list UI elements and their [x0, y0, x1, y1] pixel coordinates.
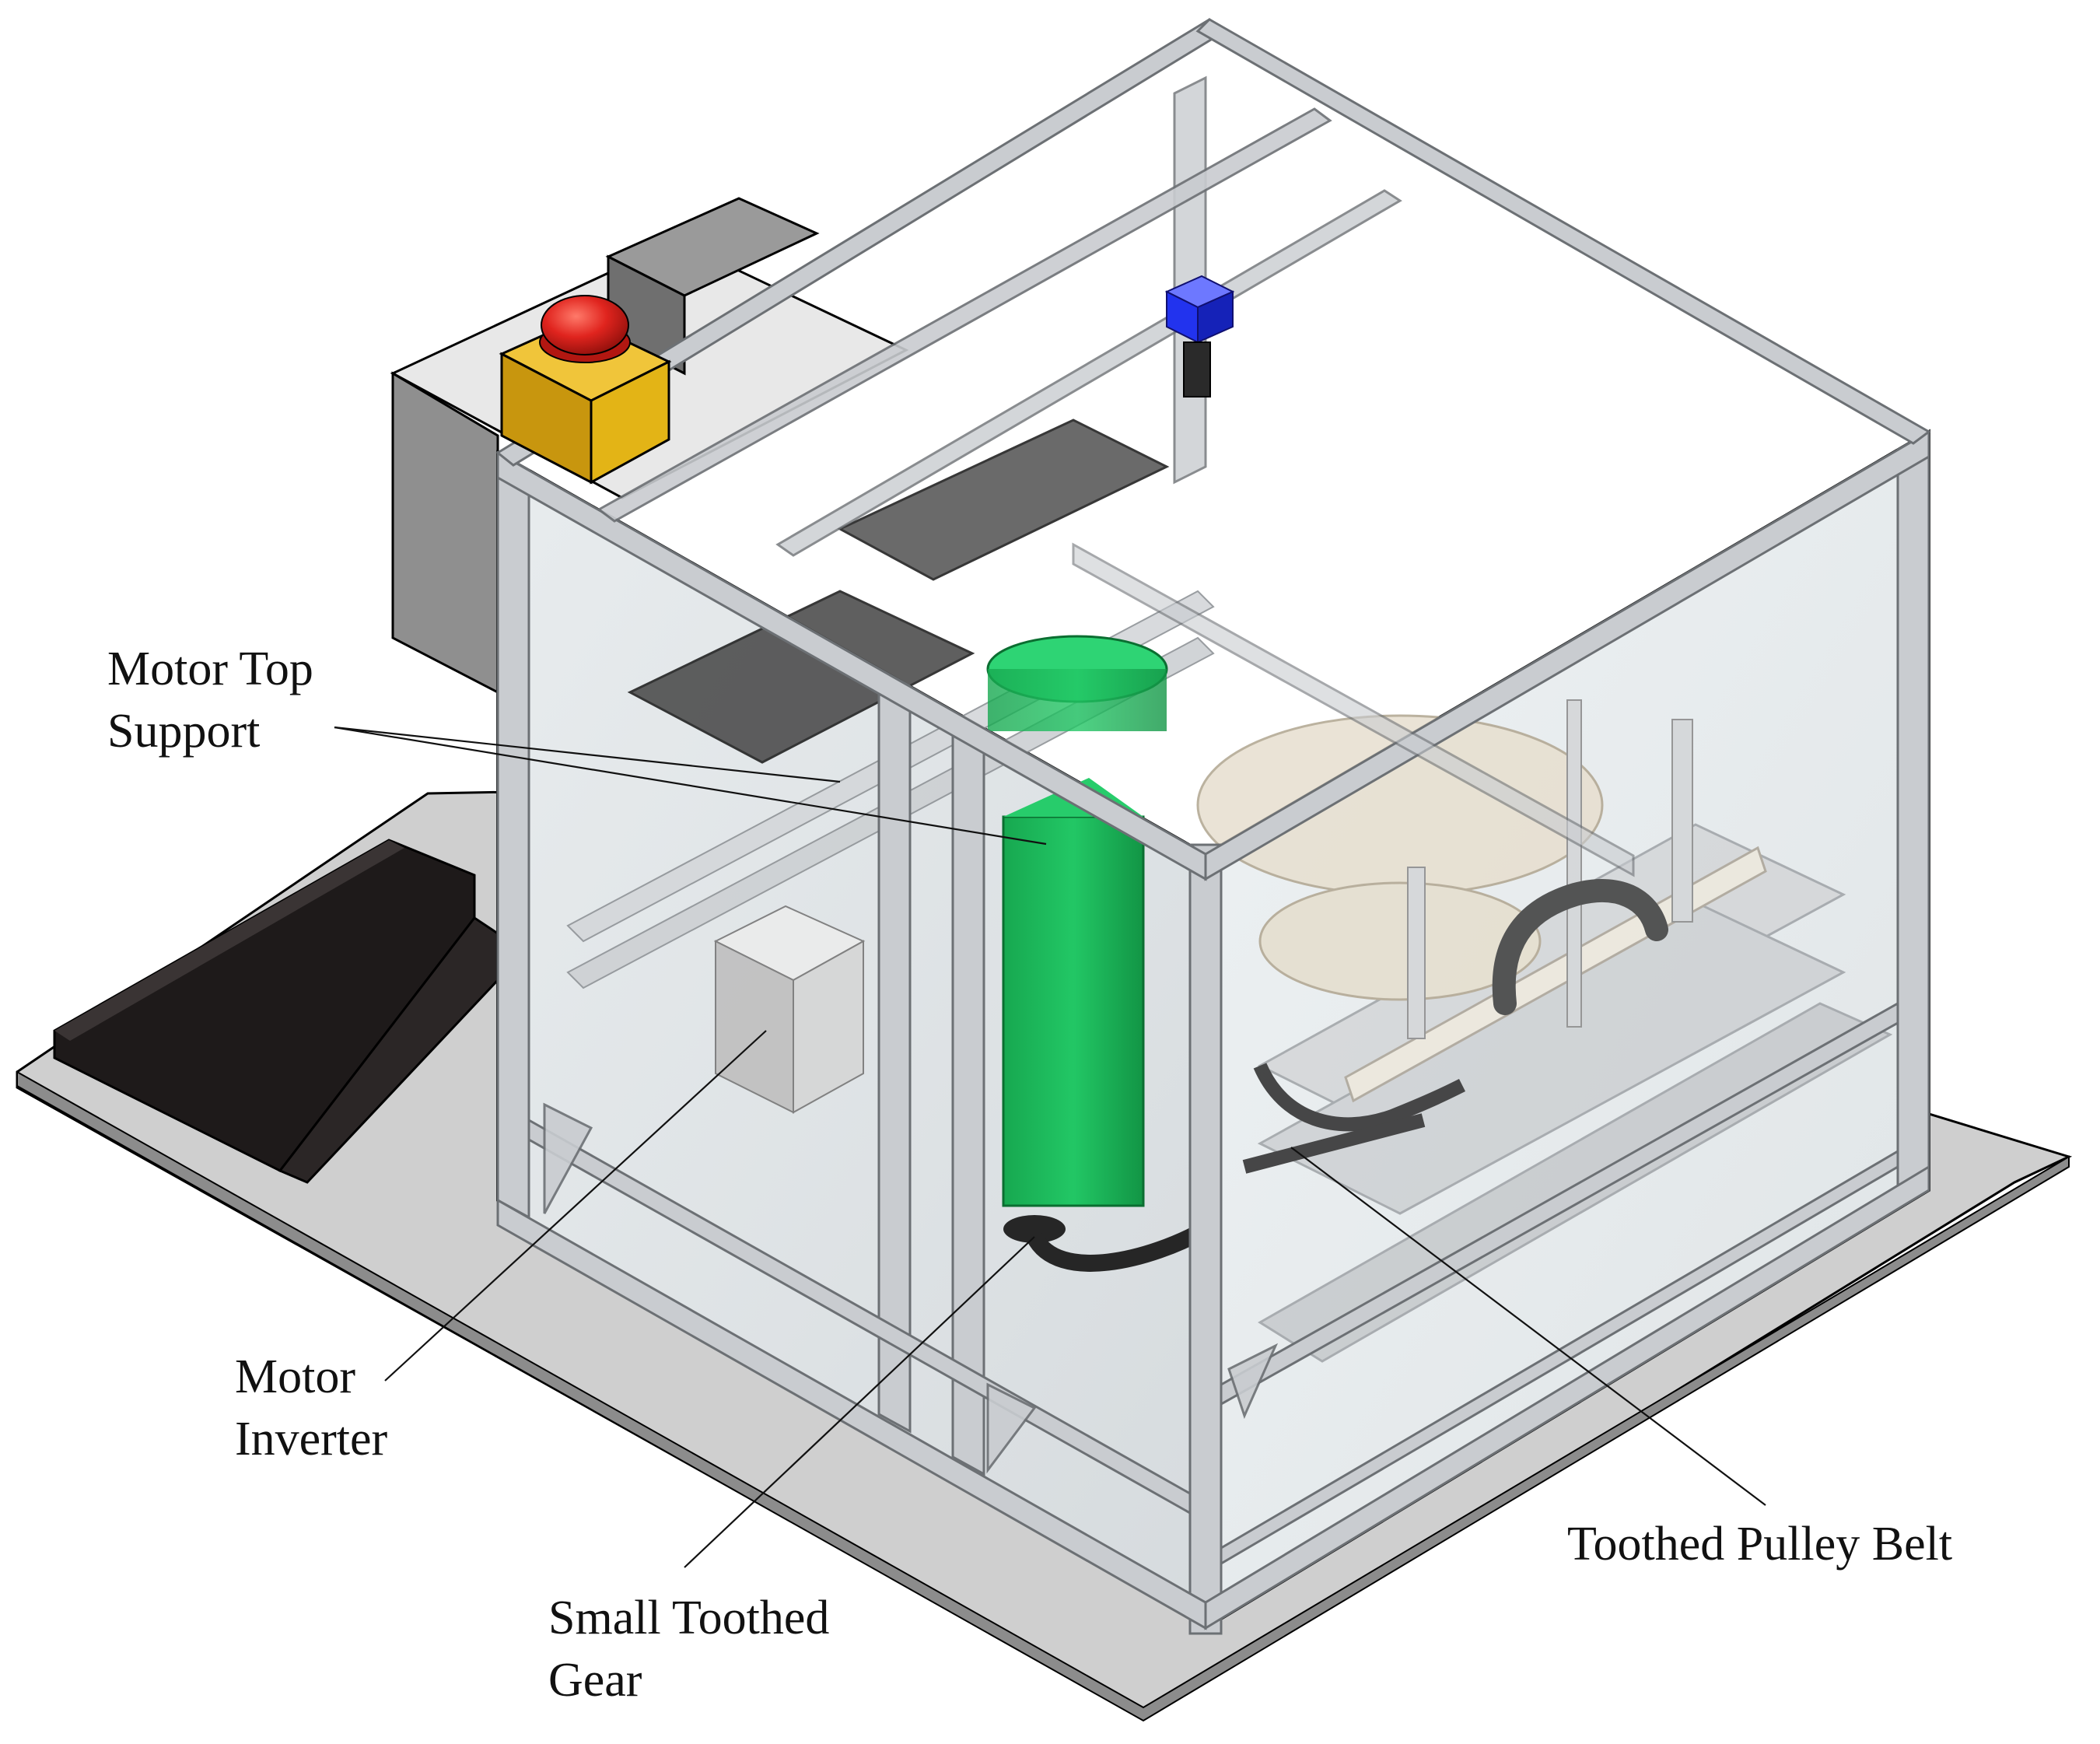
label-motor-top-support-line2: Support — [107, 705, 261, 758]
label-small-toothed-gear-line1: Small Toothed — [548, 1592, 830, 1644]
keyboard-pendant — [53, 839, 499, 1184]
leader-motor-top-support-1 — [334, 726, 841, 783]
leader-lines — [334, 726, 1766, 1568]
label-toothed-pulley-belt-line1: Toothed Pulley Belt — [1567, 1518, 1953, 1571]
label-motor-inverter: Motor Inverter — [235, 1346, 387, 1470]
motor — [986, 635, 1210, 1272]
label-toothed-pulley-belt: Toothed Pulley Belt — [1567, 1513, 1952, 1575]
label-small-toothed-gear: Small Toothed Gear — [548, 1587, 829, 1711]
emergency-stop — [499, 295, 672, 485]
label-motor-inverter-line2: Inverter — [235, 1413, 388, 1466]
aluminum-frame — [495, 18, 1931, 1635]
leader-toothed-pulley-belt — [1290, 1147, 1766, 1506]
leader-motor-inverter — [384, 1030, 767, 1382]
interior-platform — [1196, 699, 1893, 1363]
label-small-toothed-gear-line2: Gear — [548, 1654, 642, 1707]
leader-motor-top-support-2 — [334, 726, 1047, 846]
label-motor-top-support: Motor Top Support — [107, 638, 313, 762]
leader-small-toothed-gear — [684, 1236, 1035, 1568]
sensor — [1164, 275, 1235, 397]
label-motor-inverter-line1: Motor — [235, 1350, 355, 1403]
label-motor-top-support-line1: Motor Top — [107, 643, 313, 695]
